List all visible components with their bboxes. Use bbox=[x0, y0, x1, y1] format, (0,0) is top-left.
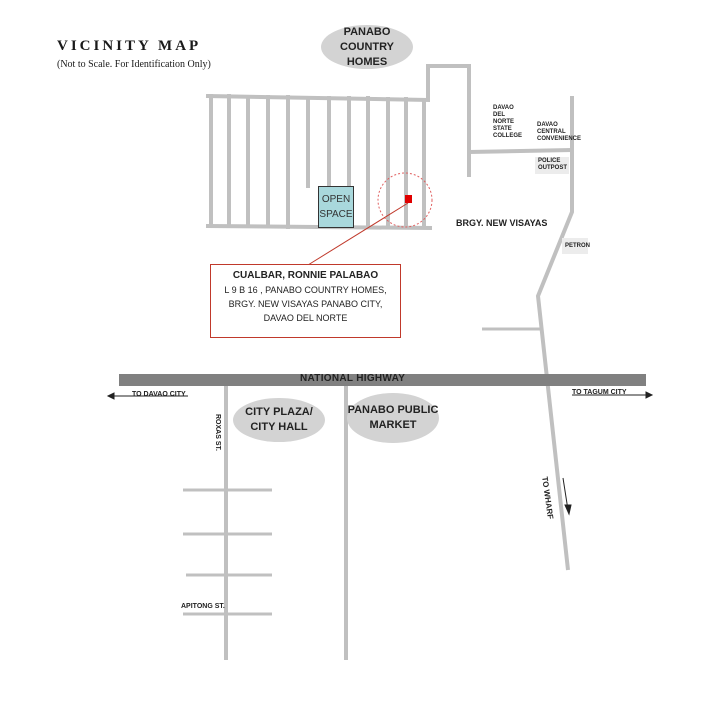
convenience-store-label: DAVAO CENTRAL CONVENIENCE bbox=[537, 122, 581, 143]
panabo-country-homes-landmark: PANABO COUNTRY HOMES bbox=[321, 25, 413, 69]
apitong-street-label: APITONG ST. bbox=[181, 603, 225, 610]
state-college-label: DAVAO DEL NORTE STATE COLLEGE bbox=[493, 105, 522, 140]
owner-address-line: L 9 B 16 , PANABO COUNTRY HOMES, bbox=[224, 285, 387, 295]
landmark-label: PANABO PUBLIC bbox=[347, 404, 439, 416]
label-line: DAVAO bbox=[537, 122, 558, 128]
petron-label: PETRON bbox=[565, 243, 591, 249]
police-outpost-label: POLICE OUTPOST bbox=[538, 158, 567, 172]
landmark-label: HOMES bbox=[346, 55, 388, 68]
subdivision-streets bbox=[205, 64, 471, 231]
label-line: DEL bbox=[493, 112, 505, 118]
barangay-label: BRGY. NEW VISAYAS bbox=[456, 218, 548, 228]
label-line: CONVENIENCE bbox=[537, 136, 582, 142]
college-road bbox=[468, 148, 573, 154]
to-tagum-label: TO TAGUM CITY bbox=[572, 389, 627, 396]
arrow-down-icon bbox=[564, 504, 572, 516]
owner-address-line: BRGY. NEW VISAYAS PANABO CITY, bbox=[228, 299, 383, 309]
owner-address-line: DAVAO DEL NORTE bbox=[263, 313, 348, 323]
public-market-landmark: PANABO PUBLIC MARKET bbox=[347, 393, 439, 443]
arrow-left-icon bbox=[106, 392, 115, 400]
city-plaza-landmark: CITY PLAZA/ CITY HALL bbox=[233, 398, 325, 442]
landmark-label: MARKET bbox=[369, 419, 417, 431]
label-line: CENTRAL bbox=[537, 129, 566, 135]
landmark-label: PANABO COUNTRY bbox=[340, 25, 394, 53]
subdivision-north-road bbox=[205, 64, 471, 177]
petron-box bbox=[562, 238, 588, 254]
leader-line bbox=[307, 202, 409, 266]
landmark-label: CITY HALL bbox=[250, 421, 308, 433]
label-line: COLLEGE bbox=[493, 133, 523, 139]
location-marker-icon bbox=[405, 195, 412, 203]
location-circle bbox=[377, 172, 433, 228]
open-space-label: OPEN bbox=[321, 194, 351, 205]
label-line: OUTPOST bbox=[538, 165, 568, 171]
owner-name: CUALBAR, RONNIE PALABAO bbox=[232, 270, 379, 281]
label-line: POLICE bbox=[538, 158, 561, 164]
police-outpost-box bbox=[535, 157, 569, 174]
map-title: VICINITY MAP bbox=[57, 38, 202, 54]
label-line: DAVAO bbox=[493, 105, 514, 111]
national-highway bbox=[119, 374, 646, 386]
owner-info-box: CUALBAR, RONNIE PALABAO L 9 B 16 , PANAB… bbox=[210, 264, 401, 338]
roxas-street-label: ROXAS ST. bbox=[214, 414, 221, 451]
wharf-road bbox=[535, 96, 574, 571]
highway-label: NATIONAL HIGHWAY bbox=[300, 373, 406, 384]
label-line: NORTE bbox=[493, 119, 514, 125]
label-line: STATE bbox=[493, 126, 512, 132]
to-davao-label: TO DAVAO CITY bbox=[132, 391, 186, 398]
landmark-label: CITY PLAZA/ bbox=[245, 406, 313, 418]
map-subtitle: (Not to Scale. For Identification Only) bbox=[57, 59, 211, 70]
arrow-right-icon bbox=[645, 391, 654, 399]
open-space-label: SPACE bbox=[319, 209, 353, 220]
open-space-area: OPEN SPACE bbox=[318, 186, 354, 228]
